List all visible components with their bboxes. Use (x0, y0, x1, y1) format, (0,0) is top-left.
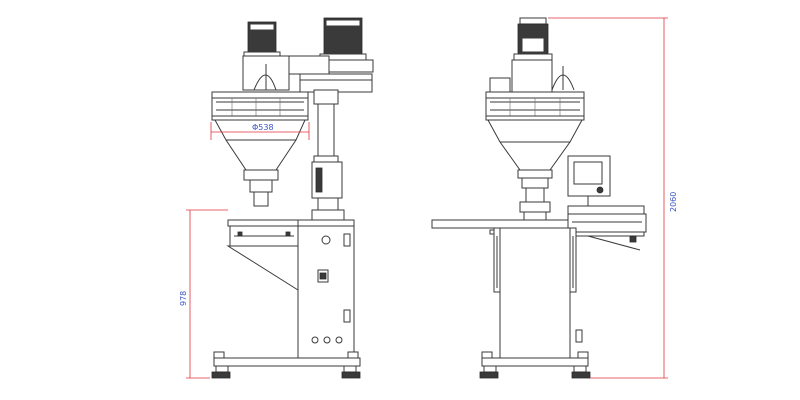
side-cabinet (297, 219, 355, 363)
front-hopper (487, 119, 583, 221)
table-height-dimension: 978 (179, 209, 228, 379)
side-auger-head (242, 55, 374, 93)
table-height-label: 978 (179, 291, 188, 306)
side-motor-small (243, 21, 281, 57)
total-height-label: 2060 (669, 192, 678, 212)
hopper-diameter-label: Φ538 (252, 123, 274, 132)
emergency-stop-icon (596, 186, 604, 194)
side-column (311, 89, 345, 221)
front-platform (485, 91, 585, 121)
front-tabletop (431, 205, 647, 251)
front-base (479, 351, 591, 379)
side-platform (211, 91, 309, 121)
front-motor (513, 17, 553, 61)
hopper-diameter-dimension: Φ538 (210, 122, 310, 140)
front-control-panel (567, 155, 611, 211)
side-base (211, 351, 361, 379)
side-tray (226, 219, 299, 291)
side-hopper (214, 119, 306, 207)
side-view: Φ538 978 (179, 17, 374, 379)
touch-screen (573, 161, 603, 185)
front-auger-head (489, 59, 575, 93)
total-height-dimension: 2060 (548, 17, 678, 379)
front-cabinet (489, 227, 583, 359)
front-view: 2060 (431, 17, 678, 379)
side-motor-large (319, 17, 367, 61)
